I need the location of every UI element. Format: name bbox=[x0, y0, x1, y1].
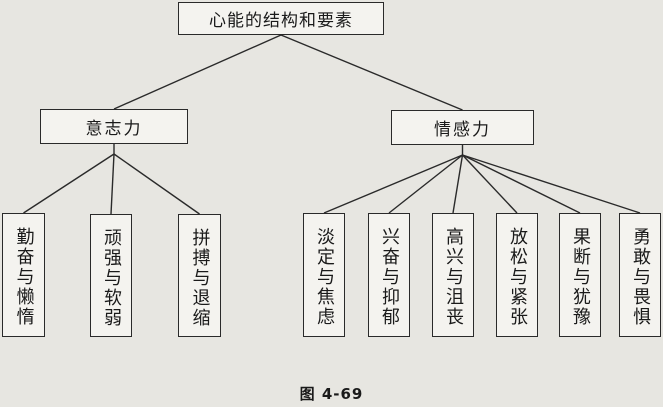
leaf-node: 高兴与沮丧 bbox=[432, 213, 474, 337]
leaf-node: 淡定与焦虑 bbox=[303, 213, 345, 337]
root-node-label: 心能的结构和要素 bbox=[209, 11, 353, 31]
branch-to-leaf-line bbox=[461, 154, 518, 214]
leaf-node-label: 淡定与焦虑 bbox=[314, 227, 335, 327]
branch-node-emotion: 情感力 bbox=[391, 110, 534, 145]
root-to-branch-line bbox=[113, 34, 282, 110]
leaf-node: 勤奋与懒惰 bbox=[2, 213, 45, 337]
branch-to-leaf-line bbox=[23, 153, 115, 214]
branch-to-leaf-line bbox=[462, 154, 641, 214]
branch-to-leaf-line bbox=[113, 153, 200, 215]
branch-to-leaf-line bbox=[452, 154, 464, 214]
leaf-node-label: 兴奋与抑郁 bbox=[379, 227, 400, 327]
leaf-node-label: 高兴与沮丧 bbox=[443, 227, 464, 327]
branch-to-leaf-line bbox=[110, 153, 115, 215]
branch-node-label: 意志力 bbox=[85, 119, 143, 139]
leaf-node: 勇敢与畏惧 bbox=[619, 213, 661, 337]
leaf-node-label: 顽强与软弱 bbox=[101, 227, 122, 328]
leaf-node-label: 果断与犹豫 bbox=[570, 227, 591, 327]
leaf-node: 兴奋与抑郁 bbox=[368, 213, 410, 337]
branch-to-leaf-line bbox=[462, 154, 581, 214]
leaf-node: 顽强与软弱 bbox=[90, 214, 132, 337]
branch-to-leaf-line bbox=[388, 154, 463, 214]
branch-node-label: 情感力 bbox=[434, 120, 491, 140]
figure-caption: 图 4-69 bbox=[299, 385, 364, 403]
branch-node-willpower: 意志力 bbox=[40, 109, 188, 144]
root-to-branch-line bbox=[280, 34, 463, 111]
root-node: 心能的结构和要素 bbox=[178, 2, 384, 35]
leaf-node: 果断与犹豫 bbox=[559, 213, 601, 337]
leaf-node: 拼搏与退缩 bbox=[178, 214, 221, 337]
leaf-node-label: 放松与紧张 bbox=[507, 227, 528, 327]
leaf-node-label: 勤奋与懒惰 bbox=[13, 227, 35, 327]
leaf-node: 放松与紧张 bbox=[496, 213, 538, 337]
branch-to-leaf-line bbox=[323, 154, 463, 214]
leaf-node-label: 勇敢与畏惧 bbox=[630, 227, 651, 327]
leaf-node-label: 拼搏与退缩 bbox=[189, 227, 211, 328]
